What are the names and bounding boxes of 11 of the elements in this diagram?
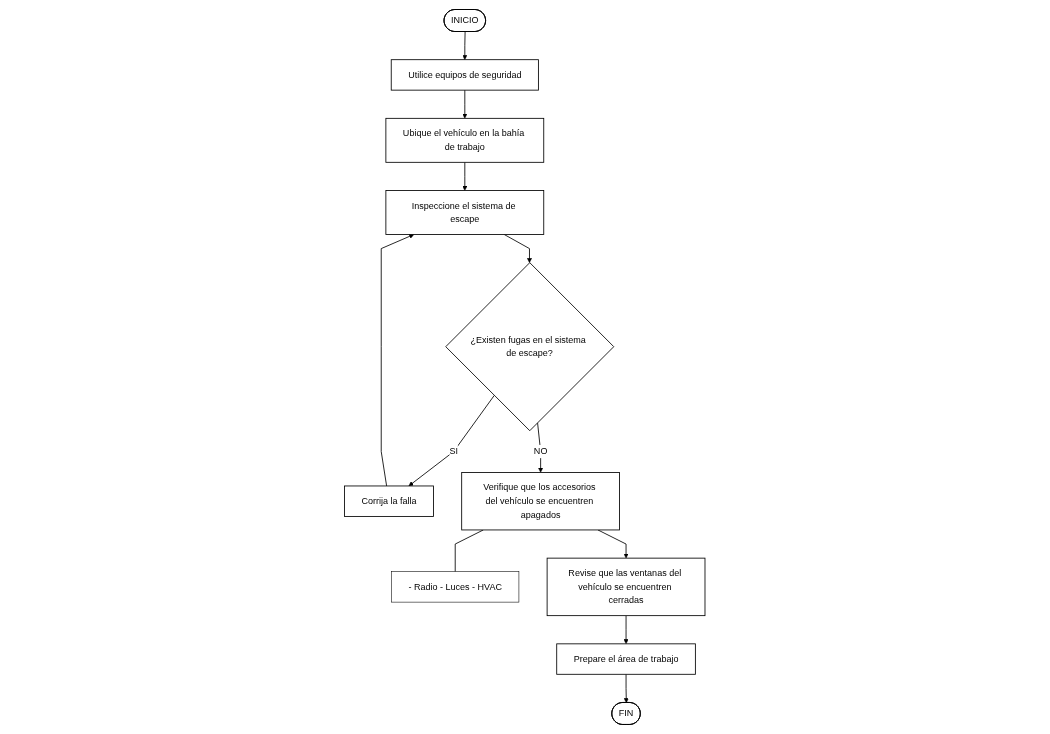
edge-label: SI <box>449 446 459 457</box>
node-box: Prepare el área de trabajo <box>556 643 697 675</box>
node-diamond: ¿Existen fugas en el sistema de escape? <box>445 262 615 432</box>
node-box: Revise que las ventanas del vehículo se encuentren cerradas <box>546 557 706 617</box>
node-box: Inspeccione el sistema de escape <box>385 190 545 235</box>
node-box: Corrija la falla <box>344 485 435 517</box>
node-box: - Radio - Luces - HVAC <box>391 571 520 603</box>
node-box: Ubique el vehículo en la bahía de trabajo <box>385 117 545 163</box>
edge-label: NO <box>534 446 548 457</box>
node-box: Verifique que los accesorios del vehículo se encuentren apagados <box>461 472 621 531</box>
node-box: Utilice equipos de seguridad <box>391 59 540 91</box>
